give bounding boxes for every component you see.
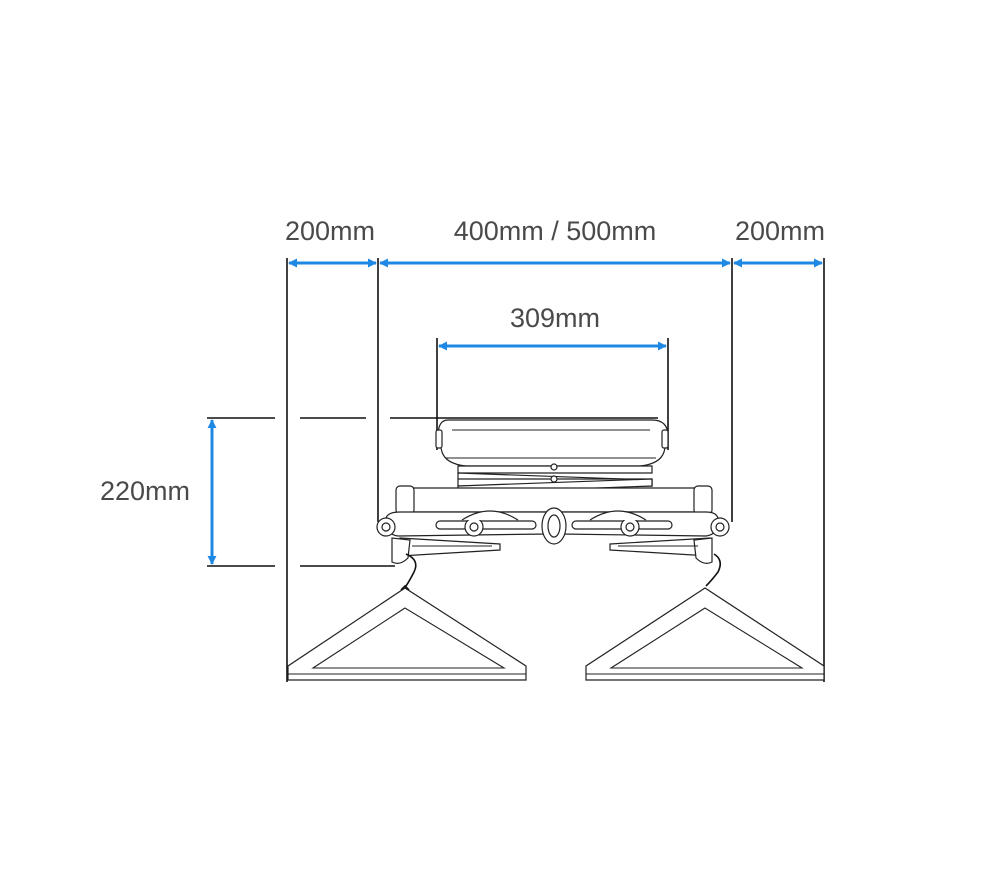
wall-bracket-icon xyxy=(376,419,730,564)
label-right-clearance: 200mm xyxy=(734,216,826,246)
label-bracket-width: 309mm xyxy=(509,303,601,333)
extension-lines xyxy=(207,258,825,682)
label-left-clearance: 200mm xyxy=(284,216,376,246)
label-rail-width: 400mm / 500mm xyxy=(453,216,657,246)
label-drop-height: 220mm xyxy=(100,476,191,506)
coat-hanger-icon-left xyxy=(287,553,527,681)
coat-hanger-icon-right xyxy=(585,553,825,681)
dimension-arrows xyxy=(207,258,823,565)
